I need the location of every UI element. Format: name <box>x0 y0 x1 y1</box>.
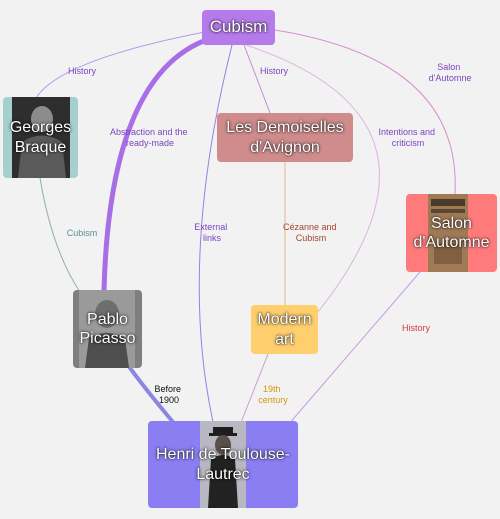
edge-braque-picasso[interactable] <box>39 177 81 293</box>
edge-cubism-modern[interactable] <box>245 44 380 313</box>
edge-modern-lautrec[interactable] <box>239 353 269 426</box>
node-salon-dautomne-label: Salon d'Automne <box>413 214 490 251</box>
node-salon-dautomne[interactable]: Salon d'Automne <box>406 194 497 272</box>
edge-label-cubism-lautrec: External links <box>194 222 230 243</box>
edge-label-braque-picasso: Cubism <box>67 228 98 238</box>
node-pablo-picasso[interactable]: Pablo Picasso <box>73 290 142 368</box>
georges-braque-portrait-icon <box>12 97 70 178</box>
edge-cubism-braque[interactable] <box>35 31 206 99</box>
node-pablo-picasso-label: Pablo Picasso <box>79 310 136 347</box>
edge-cubism-salon[interactable] <box>274 29 456 195</box>
node-georges-braque-label: Georges Braque <box>9 119 72 156</box>
node-les-demoiselles-davignon[interactable]: Les Demoiselles d'Avignon <box>217 113 353 162</box>
node-les-demoiselles-davignon-label: Les Demoiselles d'Avignon <box>226 119 344 156</box>
edge-label-cubism-picasso: Abstraction and the ready-made <box>110 127 190 148</box>
edge-label-demoiselles-modern: Cézanne and Cubism <box>283 222 339 243</box>
salon-dautomne-poster-icon <box>428 194 468 272</box>
edge-salon-lautrec[interactable] <box>287 271 421 426</box>
edge-label-cubism-braque: History <box>68 66 97 76</box>
node-cubism-label: Cubism <box>209 17 268 37</box>
node-modern-art[interactable]: Modern art <box>251 305 318 354</box>
edge-label-salon-lautrec: History <box>402 323 431 333</box>
node-henri-de-toulouse-lautrec-label: Henri de Toulouse-Lautrec <box>155 446 290 483</box>
edge-cubism-lautrec[interactable] <box>198 44 233 423</box>
edge-label-cubism-demoiselles: History <box>260 66 289 76</box>
node-modern-art-label: Modern art <box>257 311 312 348</box>
edge-label-modern-lautrec: 19th century <box>258 384 288 405</box>
edge-label-cubism-salon: Salon d'Automne <box>429 62 472 83</box>
node-georges-braque[interactable]: Georges Braque <box>3 97 78 178</box>
pablo-picasso-portrait-icon <box>79 290 135 368</box>
node-cubism[interactable]: Cubism <box>202 10 275 45</box>
node-henri-de-toulouse-lautrec[interactable]: Henri de Toulouse-Lautrec <box>148 421 298 508</box>
edge-label-picasso-lautrec: Before 1900 <box>154 384 183 405</box>
edge-cubism-demoiselles[interactable] <box>243 44 271 114</box>
edge-cubism-picasso[interactable] <box>101 35 215 293</box>
toulouse-lautrec-portrait-icon <box>200 421 246 508</box>
edge-label-cubism-modern: Intentions and criticism <box>378 127 437 148</box>
